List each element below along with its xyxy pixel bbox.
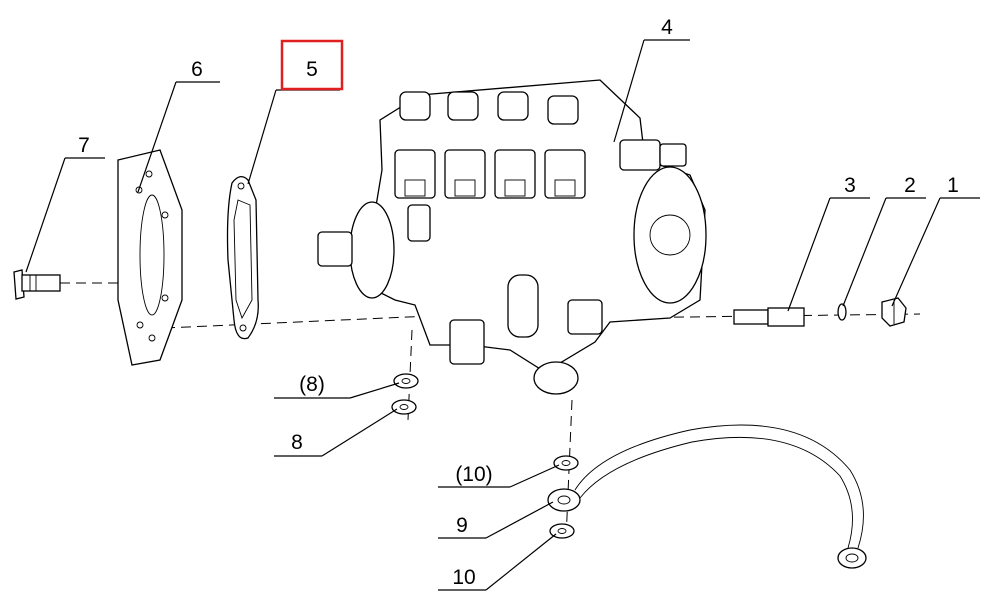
part-6-flange	[117, 149, 183, 366]
callout-6: 6	[191, 58, 203, 81]
callout-5: 5	[306, 58, 318, 81]
callout-9: 9	[456, 514, 468, 537]
part-8-washers	[391, 373, 419, 415]
part-7-bolt	[13, 269, 61, 300]
leader-lines	[25, 39, 980, 591]
callout-4: 4	[661, 16, 673, 39]
callout-10-bracketed: (10)	[455, 463, 492, 486]
part-3-shaft	[733, 307, 805, 327]
callout-1: 1	[947, 174, 959, 197]
callout-7: 7	[78, 134, 90, 157]
part-5-gasket	[226, 176, 259, 340]
callout-10: 10	[452, 566, 475, 589]
callout-2: 2	[904, 174, 916, 197]
part-9-pipe	[547, 424, 867, 569]
callout-8-bracketed: (8)	[299, 373, 325, 396]
highlight-box	[280, 39, 344, 91]
part-4-injection-pump	[317, 79, 707, 395]
part-2-washer	[837, 303, 847, 321]
callout-3: 3	[844, 174, 856, 197]
callout-8: 8	[291, 431, 303, 454]
part-1-nut	[881, 297, 907, 327]
